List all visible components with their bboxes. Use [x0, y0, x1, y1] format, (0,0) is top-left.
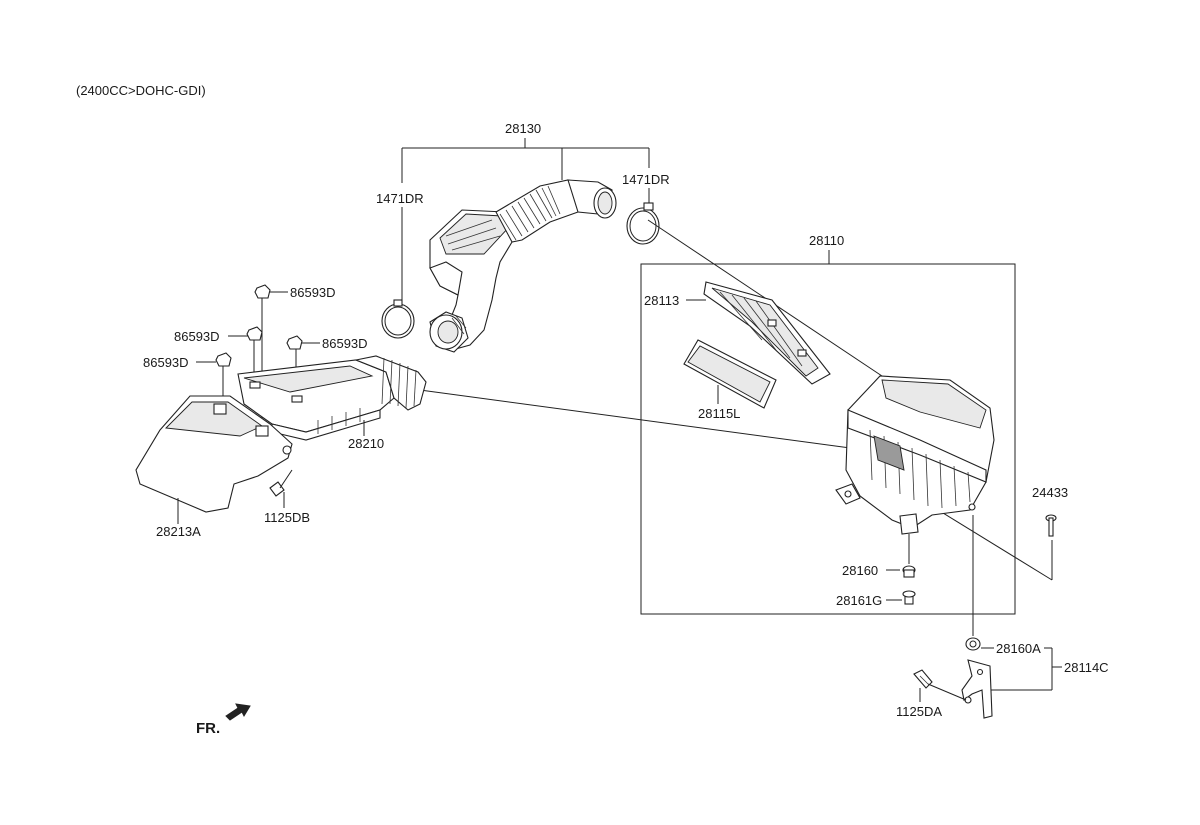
- bolt-28161g: [902, 590, 916, 605]
- engine-note: (2400CC>DOHC-GDI): [76, 83, 206, 98]
- bolt-24433: [1045, 514, 1057, 537]
- label-86593d-c: 86593D: [322, 336, 368, 351]
- bracket-28114c: [961, 659, 993, 719]
- label-1471dr-right: 1471DR: [622, 172, 670, 187]
- air-duct-28210: [237, 355, 427, 441]
- bolt-86593d-mid-right: [286, 335, 303, 350]
- callout-28130: 28130: [401, 121, 650, 300]
- shield-28213a: [135, 395, 293, 513]
- label-28160a: 28160A: [996, 641, 1041, 656]
- label-1125db: 1125DB: [264, 510, 310, 525]
- bolt-86593d-top: [254, 284, 271, 299]
- clamp-1471dr-right: [626, 202, 660, 245]
- label-28114c: 28114C: [1064, 660, 1109, 675]
- front-arrow-icon: [225, 703, 251, 721]
- label-1471dr-left: 1471DR: [376, 191, 424, 206]
- grommet-28160a: [965, 637, 981, 651]
- label-24433: 24433: [1032, 485, 1068, 500]
- label-86593d-d: 86593D: [143, 355, 189, 370]
- label-28115l: 28115L: [698, 406, 740, 421]
- label-28130: 28130: [505, 121, 541, 136]
- label-28113: 28113: [644, 293, 679, 308]
- label-28160: 28160: [842, 563, 878, 578]
- intake-duct-28130: [429, 179, 617, 353]
- bolt-86593d-low: [215, 352, 232, 367]
- clamp-1471dr-left: [381, 299, 415, 339]
- part-28115l: [683, 339, 777, 409]
- air-cleaner-box-frame: [640, 263, 1016, 615]
- grommet-28160: [902, 565, 916, 578]
- front-marker: FR.: [196, 720, 220, 737]
- bolt-86593d-mid-left: [246, 326, 263, 341]
- label-28210: 28210: [348, 436, 384, 451]
- label-86593d-a: 86593D: [290, 285, 336, 300]
- bolt-1125da: [913, 669, 933, 689]
- label-86593d-b: 86593D: [174, 329, 220, 344]
- label-28213a: 28213A: [156, 524, 201, 539]
- label-28161g: 28161G: [836, 593, 882, 608]
- label-28110: 28110: [809, 233, 844, 248]
- label-1125da: 1125DA: [896, 704, 942, 719]
- air-cleaner-housing: [835, 375, 995, 535]
- filter-element-28113: [703, 281, 831, 385]
- bolt-1125db: [269, 469, 293, 497]
